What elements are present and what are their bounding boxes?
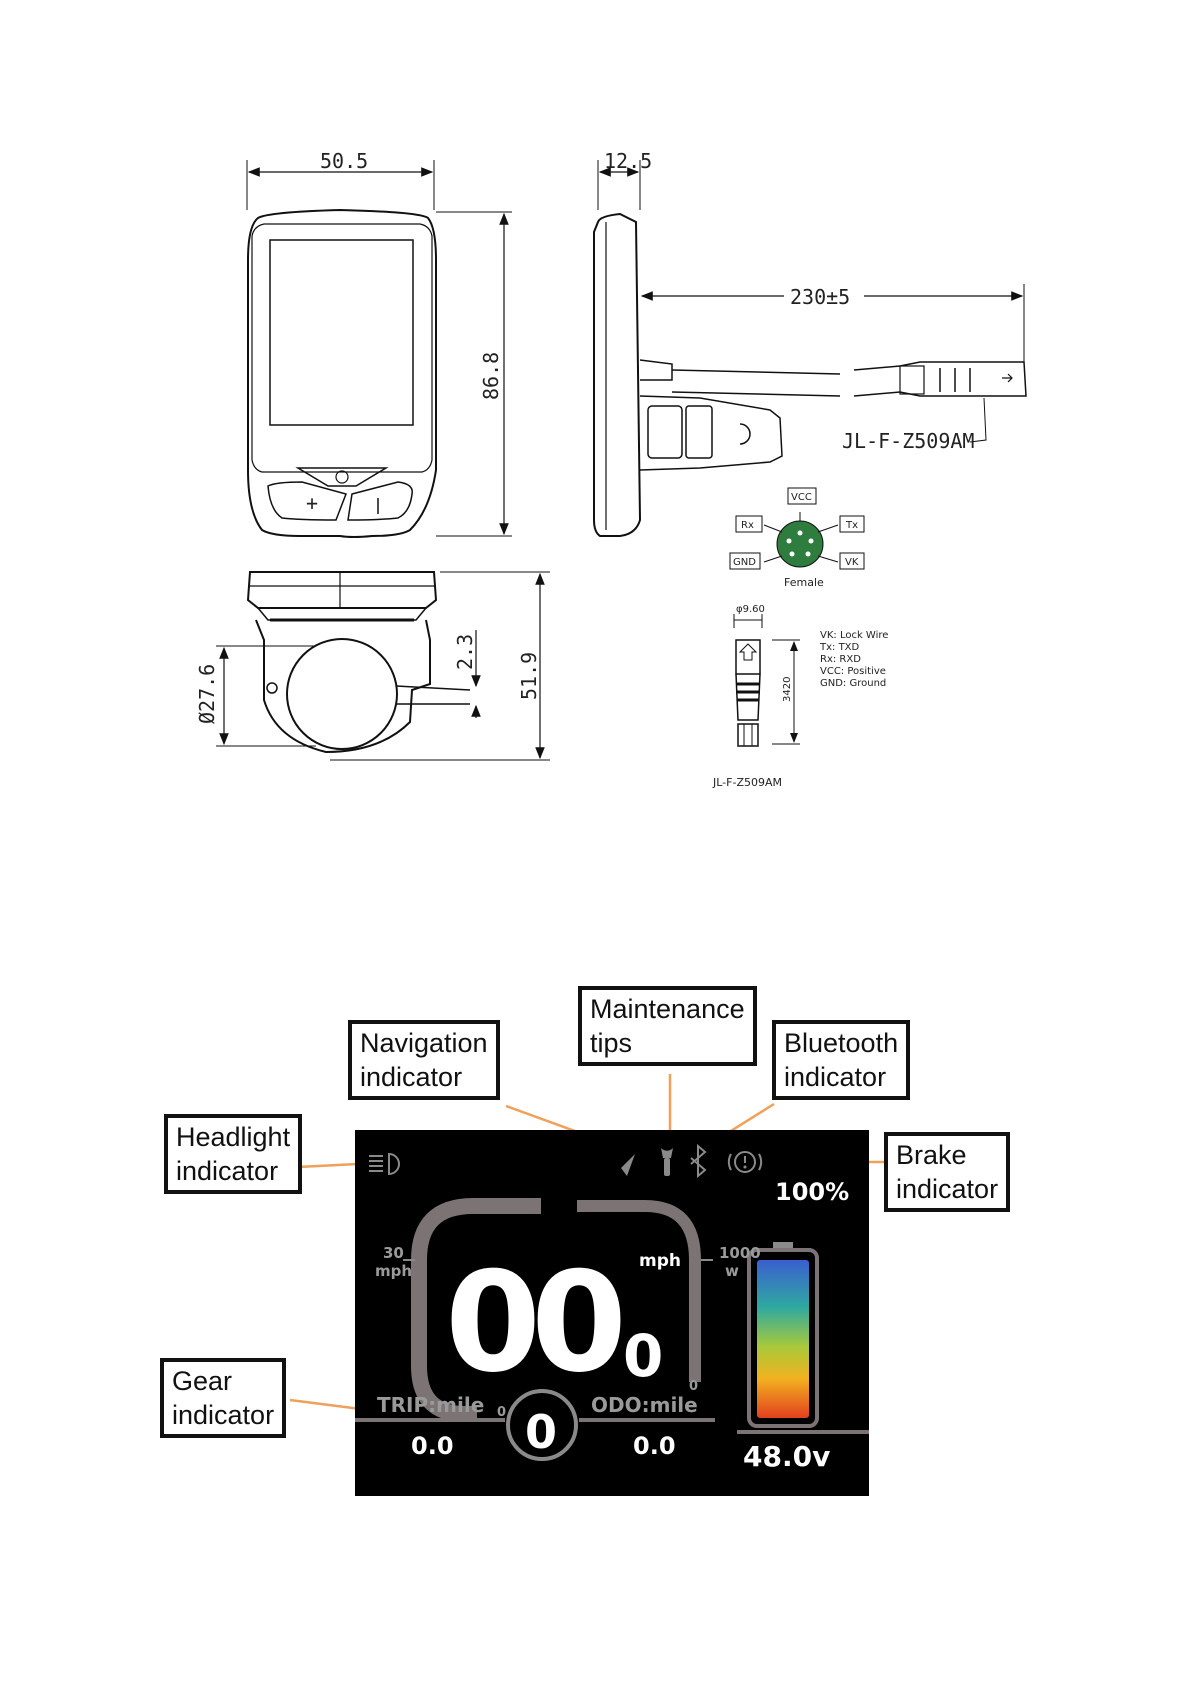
speed-decimal: 0 — [623, 1322, 663, 1390]
speed-value: 00 — [445, 1242, 621, 1403]
svg-text:+: + — [306, 491, 318, 515]
maintenance-icon — [661, 1148, 673, 1176]
callout-brake: Brake indicator — [884, 1132, 1011, 1212]
display-screen: 100% 30 mph 1000 w mph 00 0 0 0 TRIP:mil… — [355, 1130, 869, 1496]
dim-depth: 12.5 — [604, 149, 652, 173]
legend-line: VK: Lock Wire — [820, 630, 888, 641]
pin-vk: VK — [845, 557, 859, 568]
power-zero: 0 — [689, 1379, 698, 1394]
speed-gauge-arc — [411, 1198, 541, 1422]
power-max: 1000 — [719, 1244, 761, 1262]
battery-percent: 100% — [775, 1178, 849, 1206]
pin-tx: Tx — [845, 520, 858, 531]
pin-diagram — [729, 487, 865, 570]
dim-mount-height: 51.9 — [517, 652, 541, 700]
plug-drawing — [733, 614, 800, 747]
side-view — [593, 160, 1027, 537]
power-gauge-arc — [577, 1200, 701, 1382]
pin-gnd: GND — [733, 557, 756, 568]
callout-headlight: Headlight indicator — [164, 1114, 303, 1194]
callout-bluetooth: Bluetooth indicator — [772, 1020, 911, 1100]
callout-navigation: Navigation indicator — [348, 1020, 500, 1100]
power-unit: w — [725, 1262, 739, 1280]
dim-width: 50.5 — [320, 149, 368, 173]
callout-maintenance: Maintenance tips — [578, 986, 757, 1066]
legend-line: Tx: TXD — [819, 642, 860, 653]
speed-zero: 0 — [497, 1405, 506, 1420]
brake-icon — [727, 1151, 763, 1173]
dim-cable-length: 230±5 — [790, 285, 850, 309]
legend-line: GND: Ground — [820, 678, 886, 689]
voltage: 48.0v — [743, 1440, 830, 1473]
leader-headlight — [297, 1162, 359, 1169]
odo-label: ODO:mile — [591, 1393, 698, 1417]
plug-length: 3420 — [782, 677, 793, 702]
speed-unit: mph — [375, 1262, 412, 1280]
trip-value: 0.0 — [411, 1432, 454, 1460]
legend-line: VCC: Positive — [820, 666, 886, 677]
headlight-icon — [369, 1152, 400, 1176]
dim-offset: 2.3 — [453, 634, 477, 670]
battery-icon — [747, 1242, 819, 1428]
plug-model: JL-F-Z509AM — [712, 776, 782, 789]
callout-gear: Gear indicator — [160, 1358, 287, 1438]
dim-clamp-diameter: Ø27.6 — [195, 664, 219, 724]
navigation-icon — [613, 1154, 635, 1176]
trip-label: TRIP:mile — [377, 1393, 484, 1417]
pin-type: Female — [784, 576, 824, 589]
technical-drawing: + 50.5 86.8 230±5 12.5 JL-F-Z509AM — [195, 149, 1027, 789]
plug-diameter: φ9.60 — [736, 604, 765, 615]
connector-model: JL-F-Z509AM — [842, 429, 974, 453]
pin-vcc: VCC — [791, 492, 812, 503]
dim-height: 86.8 — [479, 352, 503, 400]
mount-view — [216, 571, 550, 761]
pin-legend: VK: Lock Wire Tx: TXD Rx: RXD VCC: Posit… — [819, 630, 888, 689]
pin-rx: Rx — [741, 520, 754, 531]
legend-line: Rx: RXD — [820, 654, 861, 665]
speed-label: mph — [639, 1251, 681, 1271]
front-view: + — [246, 160, 512, 538]
display-graphics: 100% 30 mph 1000 w mph 00 0 0 0 TRIP:mil… — [355, 1143, 869, 1473]
speed-max: 30 — [383, 1244, 404, 1262]
bluetooth-icon — [690, 1143, 707, 1179]
gear-indicator: 0 — [525, 1405, 557, 1459]
odo-value: 0.0 — [633, 1432, 676, 1460]
